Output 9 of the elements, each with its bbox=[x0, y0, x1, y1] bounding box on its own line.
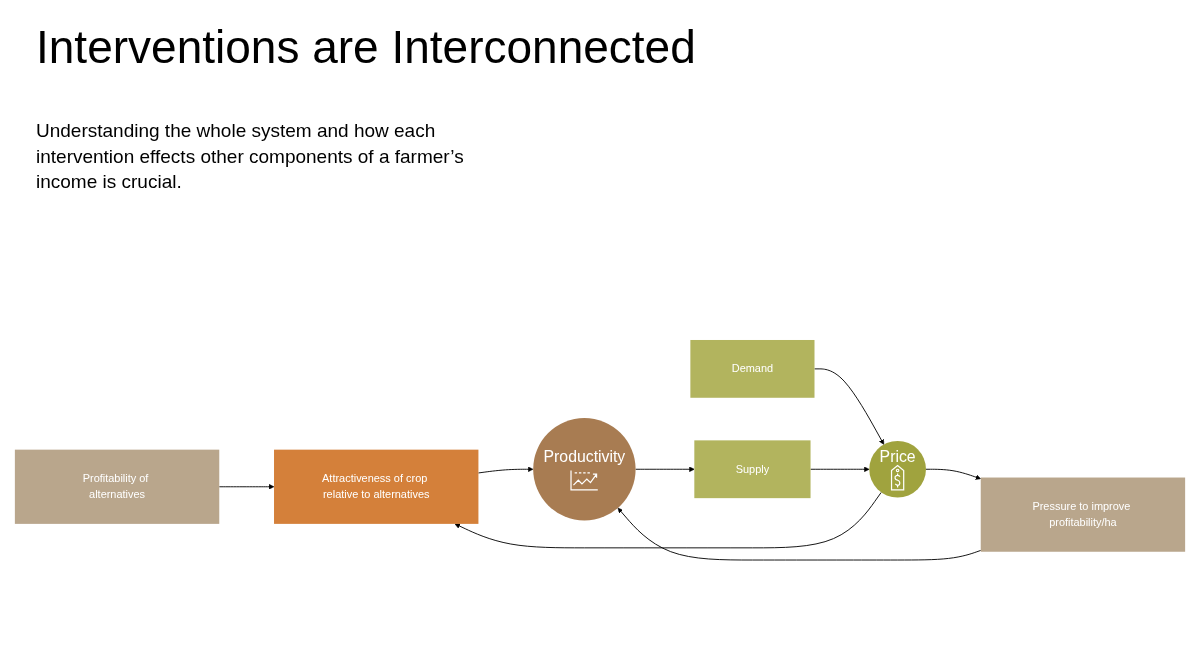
node-box: Pressure to improve profitability/ha bbox=[980, 477, 1186, 552]
node-box: Demand bbox=[690, 340, 815, 398]
title: Interventions are Interconnected bbox=[36, 20, 696, 74]
node-circle: Productivity bbox=[533, 418, 636, 521]
node-box: Supply bbox=[694, 440, 811, 499]
subtitle-text: Understanding the whole system and how each intervention effects other components of a farmer’s income is crucial. bbox=[36, 119, 465, 195]
node-box: Attractiveness of crop relative to alternatives bbox=[274, 449, 479, 524]
node-box: Profitability of alternatives bbox=[14, 449, 220, 524]
node-circle: Price bbox=[869, 440, 926, 498]
